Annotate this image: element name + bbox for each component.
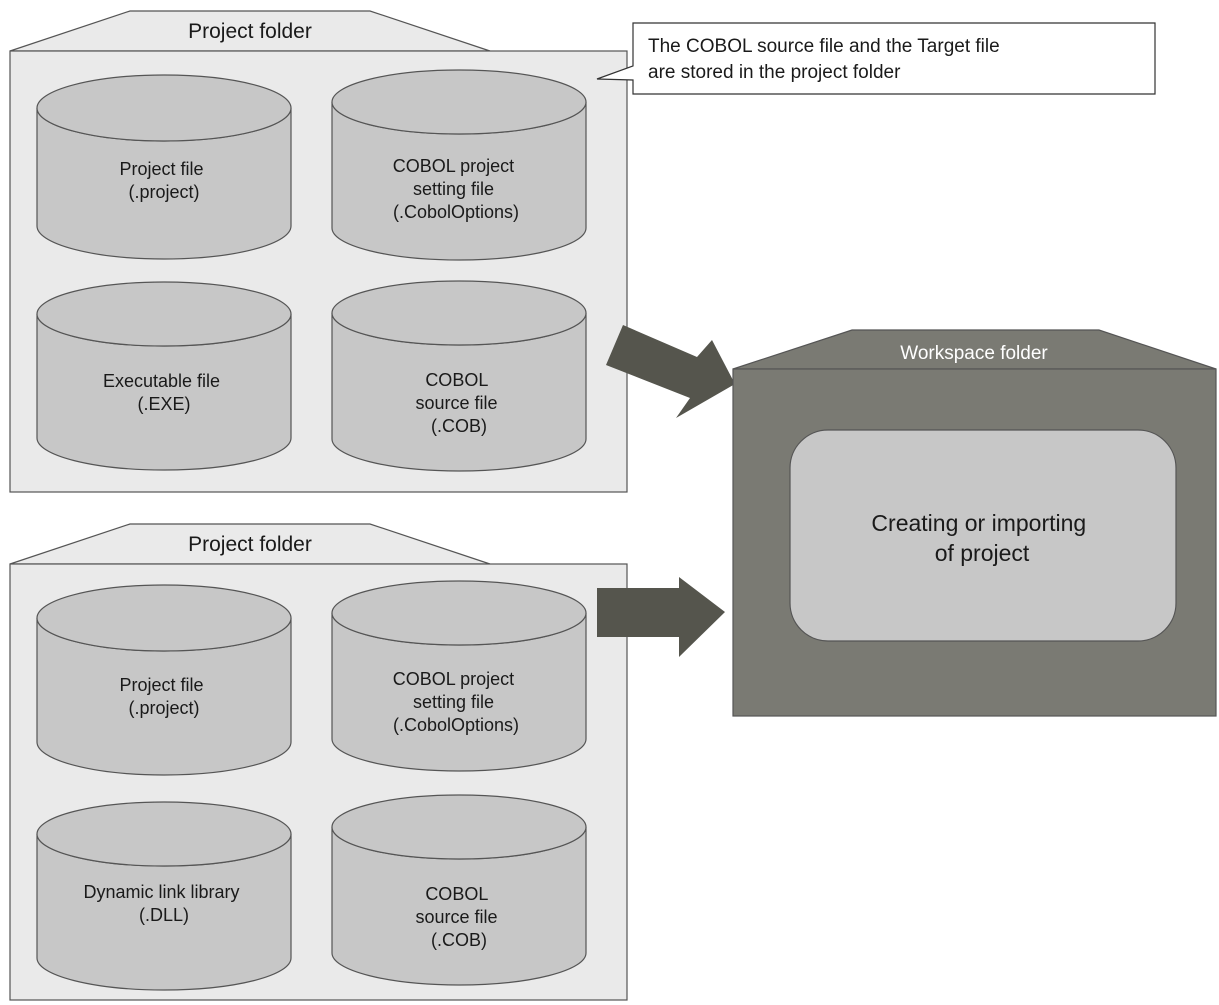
cylinder-top <box>331 794 587 860</box>
callout: The COBOL source file and the Target fil… <box>596 22 1156 95</box>
bottom-cylinder-dll: Dynamic link library (.DLL) <box>36 801 292 991</box>
top-cylinder-executable: Executable file (.EXE) <box>36 281 292 471</box>
cylinder-top <box>36 281 292 347</box>
file-label: COBOL project setting file (.CobolOption… <box>393 156 519 222</box>
arrow-bottom-to-workspace <box>597 577 725 657</box>
workspace-inner-text: Creating or importing of project <box>871 510 1092 566</box>
bottom-project-folder: Project folder Project file (.project) C… <box>9 523 628 1001</box>
callout-text: The COBOL source file and the Target fil… <box>648 36 1005 83</box>
workspace-folder-label: Workspace folder <box>900 343 1048 364</box>
bottom-folder-label: Project folder <box>188 533 312 556</box>
cylinder-top <box>331 280 587 346</box>
file-label: COBOL source file (.COB) <box>415 884 502 950</box>
top-cylinder-cobol-options: COBOL project setting file (.CobolOption… <box>331 69 587 261</box>
top-cylinder-cobol-source: COBOL source file (.COB) <box>331 280 587 472</box>
file-label: COBOL source file (.COB) <box>415 370 502 436</box>
top-folder-label: Project folder <box>188 20 312 43</box>
file-label: Project file (.project) <box>119 675 208 718</box>
file-label: Executable file (.EXE) <box>103 371 225 414</box>
cylinder-top <box>36 74 292 142</box>
callout-shape <box>596 22 1156 95</box>
workspace-inner-panel <box>789 429 1177 642</box>
top-cylinder-project-file: Project file (.project) <box>36 74 292 260</box>
cylinder-top <box>331 69 587 135</box>
top-project-folder: Project folder Project file (.project) C… <box>9 10 628 493</box>
cylinder-top <box>36 801 292 867</box>
file-label: Project file (.project) <box>119 159 208 202</box>
cylinder-top <box>331 580 587 646</box>
bottom-cylinder-cobol-source: COBOL source file (.COB) <box>331 794 587 986</box>
file-label: COBOL project setting file (.CobolOption… <box>393 669 519 735</box>
arrow-top-to-workspace <box>606 325 735 418</box>
workspace-folder: Workspace folder Creating or importing o… <box>732 329 1217 717</box>
bottom-cylinder-project-file: Project file (.project) <box>36 584 292 776</box>
cylinder-top <box>36 584 292 652</box>
bottom-cylinder-cobol-options: COBOL project setting file (.CobolOption… <box>331 580 587 772</box>
file-label: Dynamic link library (.DLL) <box>83 882 244 925</box>
